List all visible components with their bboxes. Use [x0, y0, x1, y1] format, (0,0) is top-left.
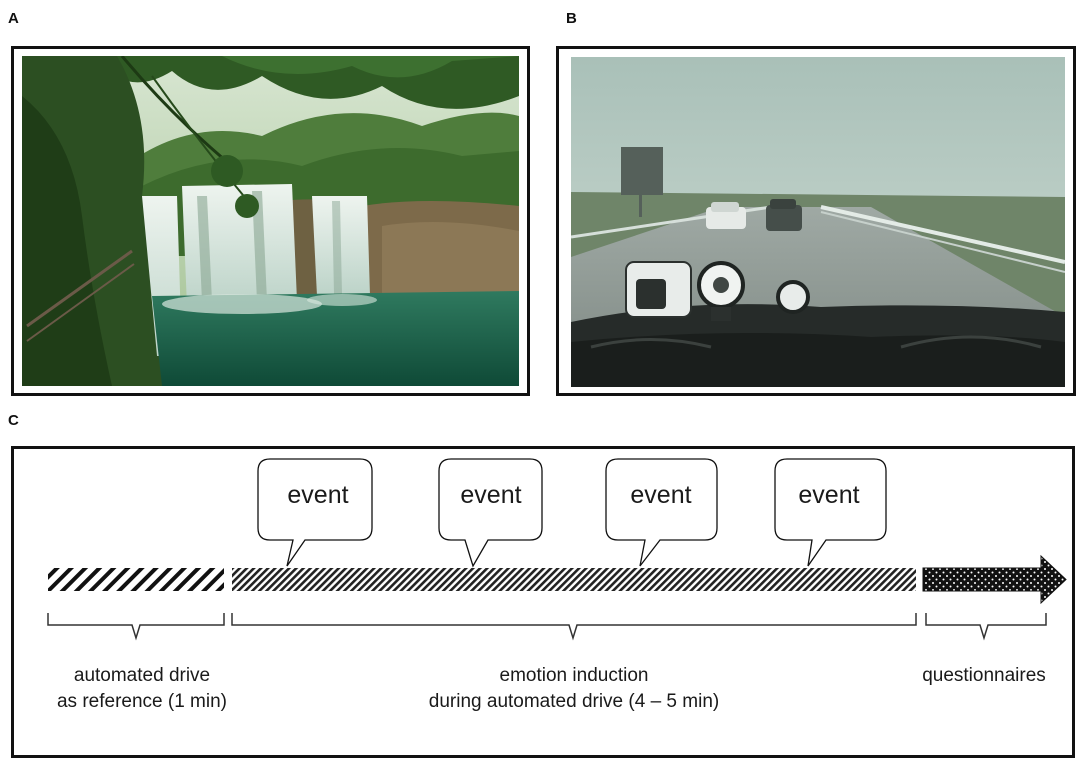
panel-label-a: A: [8, 10, 19, 27]
induction-caption-line2: during automated drive (4 – 5 min): [428, 691, 720, 712]
induction-brace: [231, 613, 917, 641]
panel-label-b: B: [566, 10, 577, 27]
event-label-4: event: [798, 481, 859, 509]
event-callout-2: event: [438, 458, 543, 568]
event-label-2: event: [460, 481, 521, 509]
timeline-panel: [11, 446, 1075, 758]
event-callout-3: event: [605, 458, 718, 567]
reference-brace: [47, 613, 225, 641]
questionnaires-caption: questionnaires: [900, 663, 1068, 689]
induction-caption: emotion induction during automated drive…: [373, 663, 775, 715]
reference-caption: automated drive as reference (1 min): [26, 663, 258, 715]
waterfall-photo: [11, 46, 530, 396]
event-callout-1: event: [257, 458, 373, 567]
event-label-3: event: [630, 481, 691, 509]
induction-phase-bar: [232, 568, 916, 591]
reference-phase-bar: [48, 568, 224, 591]
event-callout-4: event: [774, 458, 887, 567]
reference-caption-line1: automated drive: [73, 665, 211, 686]
reference-caption-line2: as reference (1 min): [56, 691, 227, 712]
driving-simulator-photo: [556, 46, 1076, 396]
event-label-1: event: [287, 481, 348, 509]
induction-caption-line1: emotion induction: [499, 665, 649, 686]
questionnaires-caption-line1: questionnaires: [922, 665, 1046, 686]
questionnaires-arrow: [922, 554, 1067, 605]
questionnaires-brace: [925, 613, 1047, 641]
panel-label-c: C: [8, 412, 19, 429]
